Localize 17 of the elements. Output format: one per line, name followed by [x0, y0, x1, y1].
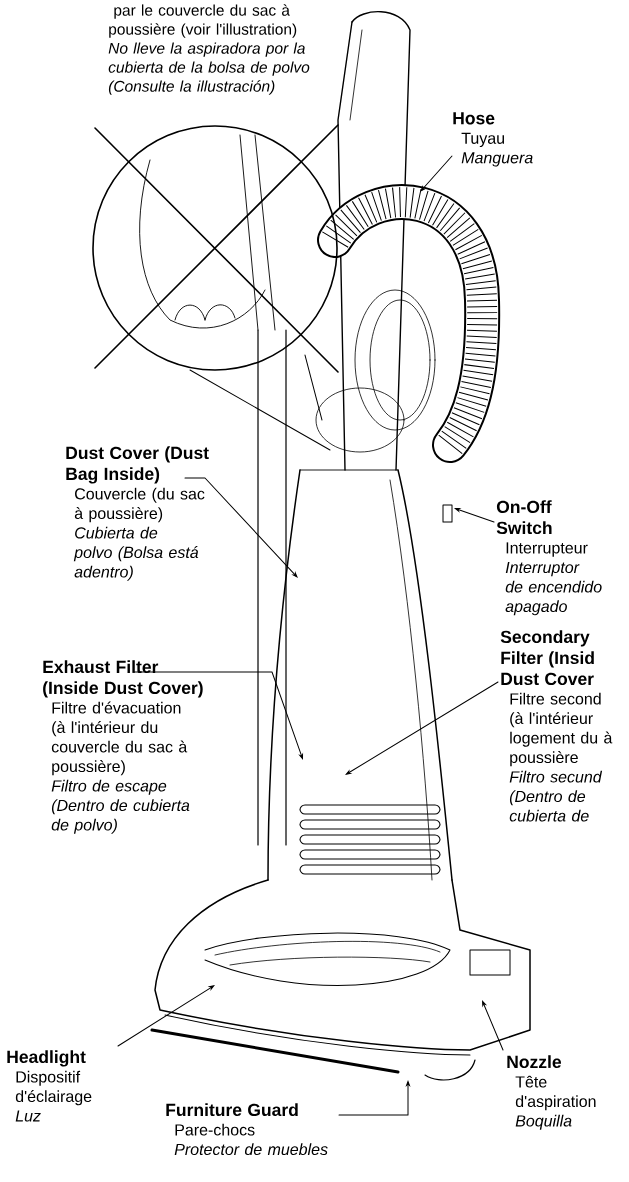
leader-line: [345, 681, 499, 775]
leader-line: [420, 155, 453, 192]
part-label: Dust Cover (Dust Bag Inside) Couvercle (du sac à poussière) Cubierta de polvo (Bolsa está adentro): [66, 446, 209, 581]
leader-line: [117, 985, 215, 1047]
leader-line: [338, 1081, 410, 1116]
part-label: Headlight Dispositif d'éclairage Luz: [7, 1050, 92, 1122]
warning-note: par le couvercle du sac à poussière (voir l'illustration) No lleve la aspiradora por la cubierta de la bolsa de polvo (Consulte la illustración): [108, 4, 310, 95]
leader-line: [133, 671, 304, 760]
part-label: Secondary Filter (Insid Dust Cover Filtre second (à l'intérieur logement du à poussière Filtro secund (Dentro de cubierta de: [500, 630, 613, 822]
part-label: Exhaust Filter (Inside Dust Cover) Filtre d'évacuation (à l'intérieur du couvercle du sac à poussière) Filtro de escape (Dentro de cubierta de polvo): [43, 660, 203, 834]
part-label: Hose Tuyau Manguera: [453, 112, 533, 167]
leader-line: [482, 1000, 504, 1051]
part-label: On-Off Switch Interrupteur Interruptor de encendido apagado: [496, 500, 602, 616]
leader-line: [454, 507, 495, 523]
part-label: Nozzle Tête d'aspiration Boquilla: [507, 1055, 596, 1130]
leader-line: [184, 477, 298, 578]
part-label: Furniture Guard Pare-chocs Protector de muebles: [166, 1103, 328, 1156]
